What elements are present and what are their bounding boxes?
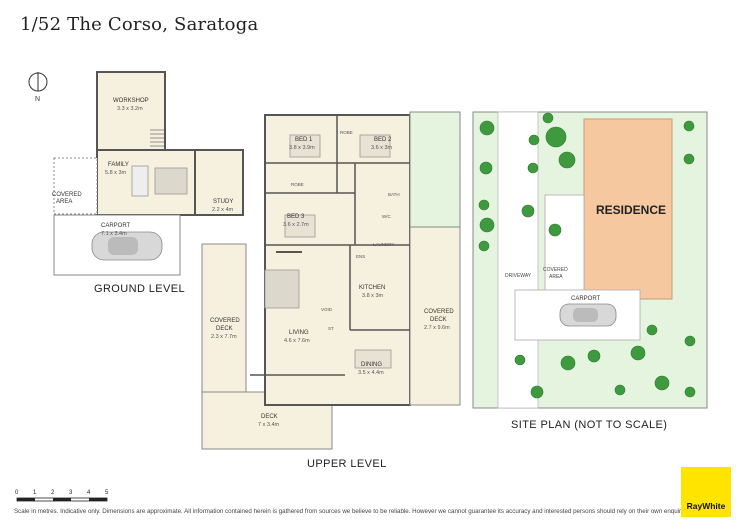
car-icon [91,231,163,261]
st-label: ST [328,326,334,331]
study-size: 2.2 x 4m [212,207,234,213]
covered-area-label: COVERED [52,192,82,198]
family-size: 5.8 x 3m [105,170,127,176]
covered-deck-right-label: COVERED [424,309,454,315]
deck-size: 7 x 3.4m [258,422,280,428]
covered-deck-right [409,226,461,406]
bed2-label: BED 2 [374,137,392,143]
page-title: 1/52 The Corso, Saratoga [20,14,259,35]
scale-tick-3: 3 [69,490,73,496]
robe-label: ROBE [291,182,304,187]
kitchen-label: KITCHEN [359,285,385,291]
carport-size: 7.1 x 3.4m [101,231,127,237]
rug-icon [264,269,300,309]
kitchen-size: 3.8 x 3m [362,293,384,299]
laundry-label: LAUNDRY [373,242,394,247]
bed-icon [289,134,321,158]
workshop-size: 3.3 x 3.2m [117,106,143,112]
bed-icon [359,134,391,158]
void-label: VOID [321,307,333,312]
wc-label: W/C [382,214,391,219]
deck-label: DECK [261,414,278,420]
scale-tick-0: 0 [15,490,19,496]
bed3-size: 3.6 x 2.7m [283,222,309,228]
scale-tick-2: 2 [51,490,55,496]
car-icon [559,303,617,327]
scale-bar [16,497,108,502]
dining-size: 3.5 x 4.4m [358,370,384,376]
disclaimer-text: Scale in metres. Indicative only. Dimens… [14,508,691,515]
covered-deck-right-label-2: DECK [430,317,447,323]
workshop-label: WORKSHOP [113,98,149,104]
bed1-label: BED 1 [295,137,313,143]
driveway-label: DRIVEWAY [505,273,532,279]
site-covered-area [544,194,585,300]
bed2-size: 3.6 x 3m [371,145,393,151]
covered-deck-right-size: 2.7 x 9.6m [424,325,450,331]
sofa-icon [131,165,149,197]
ground-level-plan [53,71,244,276]
raywhite-logo: RayWhite [681,467,731,517]
covered-deck-left-label: COVERED [210,318,240,324]
north-label: N [35,96,40,103]
dining-table-icon [354,349,392,369]
north-compass-icon [28,72,48,92]
ground-level-label: GROUND LEVEL [94,283,185,295]
family-label: FAMILY [108,162,129,168]
scale-tick-1: 1 [33,490,37,496]
bed3-label: BED 3 [287,214,305,220]
ens-label: ENS [356,254,365,259]
covered-area-label-2: AREA [56,199,72,205]
robe-label-2: ROBE [340,130,353,135]
residence-label: RESIDENCE [596,203,666,217]
workshop-room [96,71,166,153]
carport-label: CARPORT [101,223,131,229]
covered-deck-left-label-2: DECK [216,326,233,332]
covered-area [53,157,98,215]
living-label: LIVING [289,330,309,336]
study-room [194,149,244,216]
covered-deck-left-size: 2.3 x 7.7m [211,334,237,340]
dining-label: DINING [361,362,382,368]
site-covered-area-label: COVERED [543,267,568,273]
tree-icon [478,112,696,399]
stairs-icon [150,129,164,147]
logo-text: RayWhite [686,501,726,511]
scale-tick-5: 5 [105,490,109,496]
study-label: STUDY [213,199,233,205]
covered-deck-left [201,243,247,393]
bath-label: BATH [388,192,400,197]
site-covered-area-label-2: AREA [549,274,563,280]
upper-garden [409,111,461,228]
bed-icon [284,214,316,238]
site-plan-drawing [472,111,708,409]
upper-level-label: UPPER LEVEL [307,458,387,470]
living-size: 4.6 x 7.6m [284,338,310,344]
residence-block [583,118,673,300]
site-carport-label: CARPORT [571,296,601,302]
rug-icon [154,167,188,195]
scale-tick-4: 4 [87,490,91,496]
bed1-size: 3.8 x 3.9m [289,145,315,151]
site-plan-label: SITE PLAN (NOT TO SCALE) [511,419,668,431]
